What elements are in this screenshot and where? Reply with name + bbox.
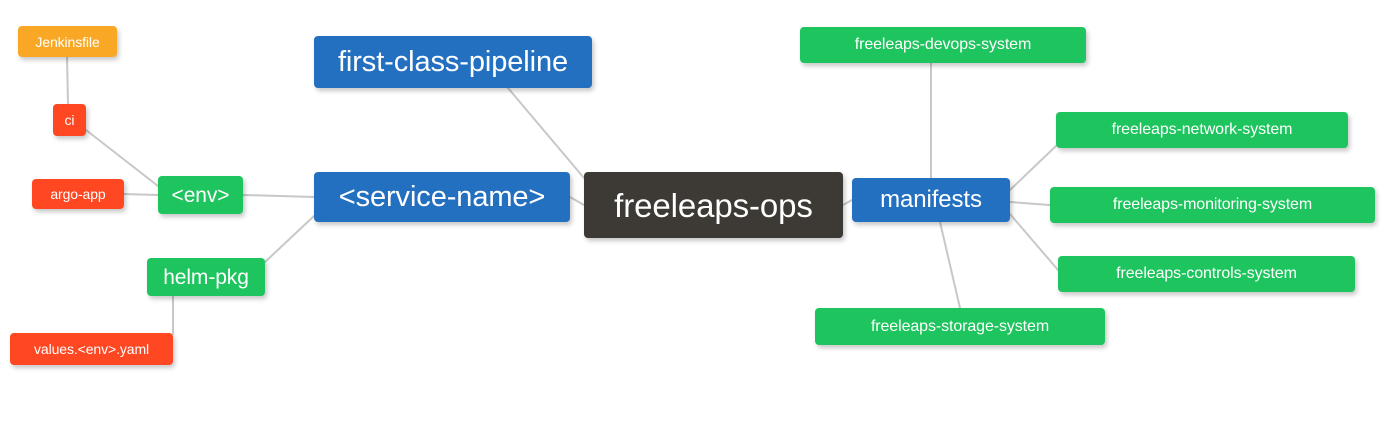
edge-manifests-controls [1009, 213, 1059, 271]
node-freeleaps-controls-system[interactable]: freeleaps-controls-system [1058, 256, 1355, 292]
edge-env-ci [85, 129, 159, 187]
node-freeleaps-monitoring-system[interactable]: freeleaps-monitoring-system [1050, 187, 1375, 223]
node-label-argo-app: argo-app [50, 186, 106, 202]
node-label-env: <env> [171, 183, 230, 207]
node-label-freeleaps-storage-system: freeleaps-storage-system [870, 317, 1050, 335]
node-argo-app[interactable]: argo-app [32, 179, 124, 209]
node-label-values-env-yaml: values.<env>.yaml [33, 341, 150, 357]
node-freeleaps-network-system[interactable]: freeleaps-network-system [1056, 112, 1348, 148]
node-jenkinsfile[interactable]: Jenkinsfile [18, 26, 117, 57]
node-service-name[interactable]: <service-name> [314, 172, 570, 222]
node-manifests[interactable]: manifests [852, 178, 1010, 222]
edge-root-manifests [842, 199, 853, 206]
node-label-helm-pkg: helm-pkg [163, 265, 249, 289]
node-label-service-name: <service-name> [338, 180, 546, 213]
node-env[interactable]: <env> [158, 176, 243, 214]
node-label-freeleaps-devops-system: freeleaps-devops-system [854, 36, 1032, 53]
edge-root-first-class-pipeline [507, 87, 585, 179]
node-freeleaps-storage-system[interactable]: freeleaps-storage-system [815, 308, 1105, 345]
node-ci[interactable]: ci [53, 104, 86, 136]
node-label-jenkinsfile: Jenkinsfile [35, 33, 100, 50]
node-label-freeleaps-monitoring-system: freeleaps-monitoring-system [1112, 196, 1313, 213]
edge-manifests-network [1009, 145, 1057, 191]
node-freeleaps-devops-system[interactable]: freeleaps-devops-system [800, 27, 1086, 63]
edge-manifests-monitoring [1009, 201, 1051, 206]
node-first-class-pipeline[interactable]: first-class-pipeline [314, 36, 592, 88]
edge-manifests-storage [939, 221, 961, 309]
node-freeleaps-ops[interactable]: freeleaps-ops [584, 172, 843, 238]
edge-service-name-env [242, 194, 315, 198]
node-label-freeleaps-ops: freeleaps-ops [614, 186, 813, 224]
edge-root-service-name [569, 196, 585, 206]
node-label-freeleaps-network-system: freeleaps-network-system [1111, 121, 1293, 138]
edge-service-name-helm-pkg [264, 215, 315, 263]
edge-ci-jenkinsfile [66, 56, 69, 105]
node-label-manifests: manifests [880, 186, 982, 213]
edge-env-argo-app [123, 193, 159, 196]
node-label-freeleaps-controls-system: freeleaps-controls-system [1116, 265, 1297, 282]
node-label-first-class-pipeline: first-class-pipeline [337, 45, 569, 78]
node-values-env-yaml[interactable]: values.<env>.yaml [10, 333, 173, 365]
node-label-ci: ci [64, 112, 75, 128]
node-helm-pkg[interactable]: helm-pkg [147, 258, 265, 296]
